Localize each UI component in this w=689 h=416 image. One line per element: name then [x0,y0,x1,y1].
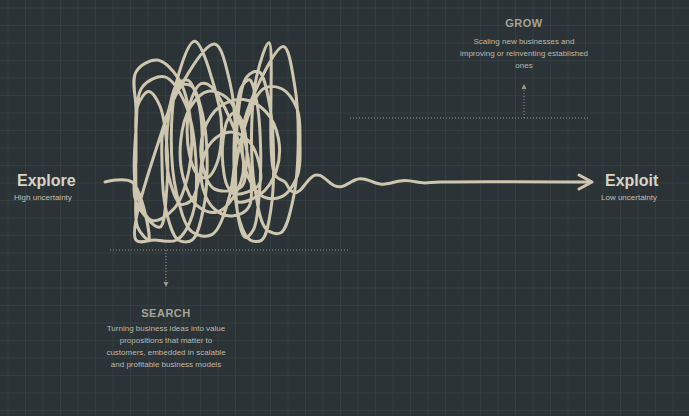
tangled-line [105,41,588,242]
grid-line [0,358,689,359]
grow-leader-head [522,84,527,89]
grid-line [0,375,689,376]
grid-line [0,305,689,306]
grid-line [393,0,394,416]
axis-end-label: Exploit [605,172,658,190]
grid-line [0,60,689,61]
grid-line [0,113,689,114]
grid-line [0,410,689,411]
stage-description: Turning business ideas into value propos… [105,323,227,371]
grid-line [480,0,481,416]
grid-line [78,0,79,416]
stage-heading: GROW [479,17,569,29]
search-leader [166,250,167,282]
grid-line [673,0,674,416]
grid-line [358,0,359,416]
grid-line [0,235,689,236]
grid-line [95,0,96,416]
grid-line [410,0,411,416]
grid-line [0,8,689,9]
grid-line [323,0,324,416]
axis-end-note: Low uncertainty [601,193,657,202]
grid-line [253,0,254,416]
grid-line [428,0,429,416]
axis-end-note: High uncertainty [14,193,72,202]
grid-line [620,0,621,416]
grid-line [8,0,9,416]
grid-line [568,0,569,416]
grid-line [0,130,689,131]
grid-line [0,148,689,149]
grid-line [603,0,604,416]
stage-heading: SEARCH [116,307,216,319]
grid-line [0,25,689,26]
grid-line [288,0,289,416]
grid-line [340,0,341,416]
grid-line [0,165,689,166]
grid-line [0,95,689,96]
grid-line [0,393,689,394]
axis-end-label: Explore [17,172,76,190]
grid-line [463,0,464,416]
arrow-head [579,175,592,189]
grid-line [25,0,26,416]
search-bracket [110,250,348,251]
grid-line [43,0,44,416]
grid-line [0,288,689,289]
search-leader-head [164,282,169,287]
grid-line [655,0,656,416]
grid-line [305,0,306,416]
grid-line [60,0,61,416]
grid-line [550,0,551,416]
grid-line [0,78,689,79]
grid-line [0,270,689,271]
grid-line [585,0,586,416]
grid-line [498,0,499,416]
grid-line [375,0,376,416]
grid-line [0,200,689,201]
grid-line [445,0,446,416]
grid-line [0,218,689,219]
grow-leader [524,88,525,118]
grid-line [0,340,689,341]
grow-bracket [350,118,590,119]
grid-line [0,253,689,254]
grid-line [0,43,689,44]
stage-description: Scaling new businesses and improving or … [458,36,590,72]
grid-line [638,0,639,416]
grid-line [0,323,689,324]
